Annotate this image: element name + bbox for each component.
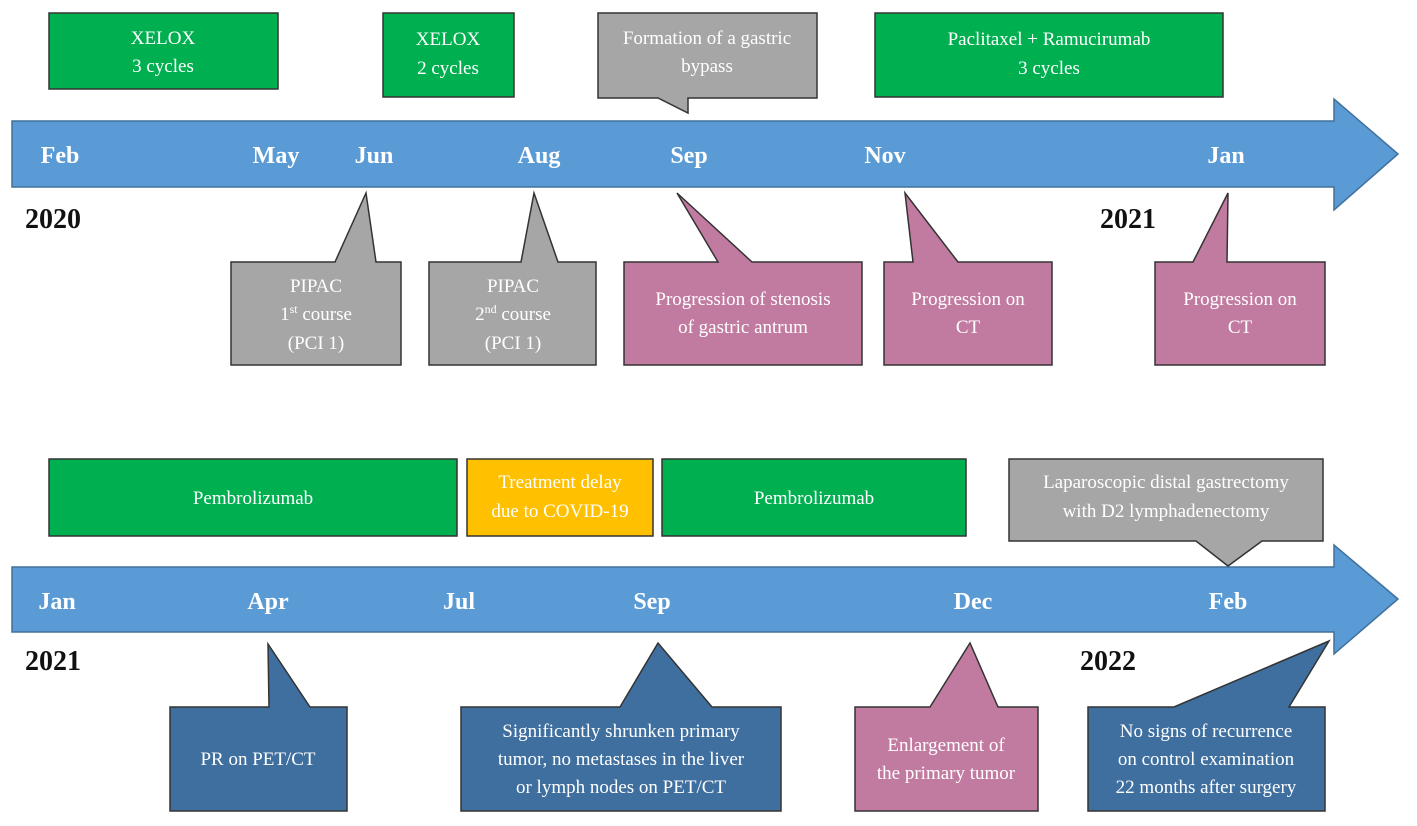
svg-text:due to COVID-19: due to COVID-19 — [491, 501, 628, 522]
svg-text:PIPAC: PIPAC — [290, 276, 342, 297]
svg-text:Significantly shrunken primary: Significantly shrunken primary — [502, 721, 740, 742]
timeline-2020-2021: Feb May Jun Aug Sep Nov Jan 2020 2021 XE… — [11, 12, 1400, 366]
month-label: May — [253, 143, 300, 169]
treatment-box-paclitaxel-ramucirumab: Paclitaxel + Ramucirumab 3 cycles — [874, 12, 1224, 98]
treatment-box-covid-delay: Treatment delay due to COVID-19 — [466, 458, 654, 537]
svg-text:XELOX: XELOX — [131, 28, 196, 49]
svg-text:Formation of a gastric: Formation of a gastric — [623, 28, 791, 49]
month-label: Jan — [38, 589, 75, 615]
svg-text:with D2 lymphadenectomy: with D2 lymphadenectomy — [1063, 501, 1270, 522]
month-label: Dec — [954, 589, 993, 615]
svg-text:Pembrolizumab: Pembrolizumab — [754, 488, 874, 509]
svg-text:22 months after surgery: 22 months after surgery — [1116, 777, 1297, 798]
year-label: 2021 — [1100, 204, 1156, 235]
timeline-arrow — [11, 543, 1400, 656]
event-callout-pipac-2nd: PIPAC 2nd course (PCI 1) — [428, 190, 597, 366]
month-label: Jan — [1207, 143, 1244, 169]
month-label: Jun — [355, 143, 394, 169]
timeline-2021-2022: Jan Apr Jul Sep Dec Feb 2021 2022 Pembro… — [11, 458, 1400, 812]
year-label: 2021 — [25, 646, 81, 677]
treatment-box-pembrolizumab-2: Pembrolizumab — [661, 458, 967, 537]
month-label: Sep — [633, 589, 670, 615]
svg-text:Treatment delay: Treatment delay — [498, 472, 622, 493]
svg-text:the primary tumor: the primary tumor — [877, 763, 1016, 784]
svg-text:Progression of stenosis: Progression of stenosis — [655, 289, 830, 310]
event-callout-stenosis-progression: Progression of stenosis of gastric antru… — [623, 192, 863, 366]
month-label: Feb — [1209, 589, 1248, 615]
svg-text:(PCI 1): (PCI 1) — [288, 333, 344, 354]
svg-text:3 cycles: 3 cycles — [132, 56, 194, 77]
svg-text:1st course: 1st course — [280, 302, 352, 325]
year-label: 2020 — [25, 204, 81, 235]
svg-text:tumor, no metastases in the li: tumor, no metastases in the liver — [498, 749, 745, 770]
svg-text:or lymph nodes on PET/CT: or lymph nodes on PET/CT — [516, 777, 726, 798]
month-label: Aug — [518, 143, 561, 169]
month-label: Nov — [864, 143, 905, 169]
svg-text:XELOX: XELOX — [416, 29, 481, 50]
svg-text:PR on PET/CT: PR on PET/CT — [200, 749, 315, 770]
svg-text:No signs of recurrence: No signs of recurrence — [1120, 721, 1293, 742]
svg-text:(PCI 1): (PCI 1) — [485, 333, 541, 354]
treatment-box-xelox-2-cycles: XELOX 2 cycles — [382, 12, 515, 98]
svg-text:Progression on: Progression on — [911, 289, 1025, 310]
svg-text:Progression on: Progression on — [1183, 289, 1297, 310]
svg-text:PIPAC: PIPAC — [487, 276, 539, 297]
event-callout-pr-pet-ct: PR on PET/CT — [169, 641, 348, 812]
month-label: Sep — [670, 143, 707, 169]
svg-text:bypass: bypass — [681, 56, 733, 77]
event-callout-laparoscopic-gastrectomy: Laparoscopic distal gastrectomy with D2 … — [1008, 458, 1324, 567]
svg-text:2nd course: 2nd course — [475, 302, 551, 325]
svg-text:Pembrolizumab: Pembrolizumab — [193, 488, 313, 509]
svg-text:CT: CT — [956, 317, 981, 338]
svg-text:2 cycles: 2 cycles — [417, 58, 479, 79]
timeline-arrow — [11, 97, 1400, 212]
month-label: Jul — [443, 589, 475, 615]
event-callout-no-recurrence: No signs of recurrence on control examin… — [1087, 639, 1331, 812]
event-callout-gastric-bypass: Formation of a gastric bypass — [597, 12, 818, 115]
svg-text:of gastric antrum: of gastric antrum — [678, 317, 808, 338]
event-callout-progression-ct-jan: Progression on CT — [1154, 192, 1326, 366]
svg-text:CT: CT — [1228, 317, 1253, 338]
svg-text:Paclitaxel + Ramucirumab: Paclitaxel + Ramucirumab — [948, 29, 1151, 50]
svg-text:on control examination: on control examination — [1118, 749, 1295, 770]
event-callout-shrunken-tumor: Significantly shrunken primary tumor, no… — [460, 641, 782, 812]
event-callout-tumor-enlargement: Enlargement of the primary tumor — [854, 641, 1039, 812]
svg-text:3 cycles: 3 cycles — [1018, 58, 1080, 79]
year-label: 2022 — [1080, 646, 1136, 677]
month-label: Feb — [41, 143, 80, 169]
svg-text:Enlargement of: Enlargement of — [887, 735, 1005, 756]
event-callout-pipac-1st: PIPAC 1st course (PCI 1) — [230, 190, 402, 366]
treatment-box-xelox-3-cycles: XELOX 3 cycles — [48, 12, 279, 90]
month-label: Apr — [247, 589, 289, 615]
svg-text:Laparoscopic distal gastrectom: Laparoscopic distal gastrectomy — [1043, 472, 1289, 493]
event-callout-progression-ct-nov: Progression on CT — [883, 190, 1053, 366]
treatment-box-pembrolizumab-1: Pembrolizumab — [48, 458, 458, 537]
